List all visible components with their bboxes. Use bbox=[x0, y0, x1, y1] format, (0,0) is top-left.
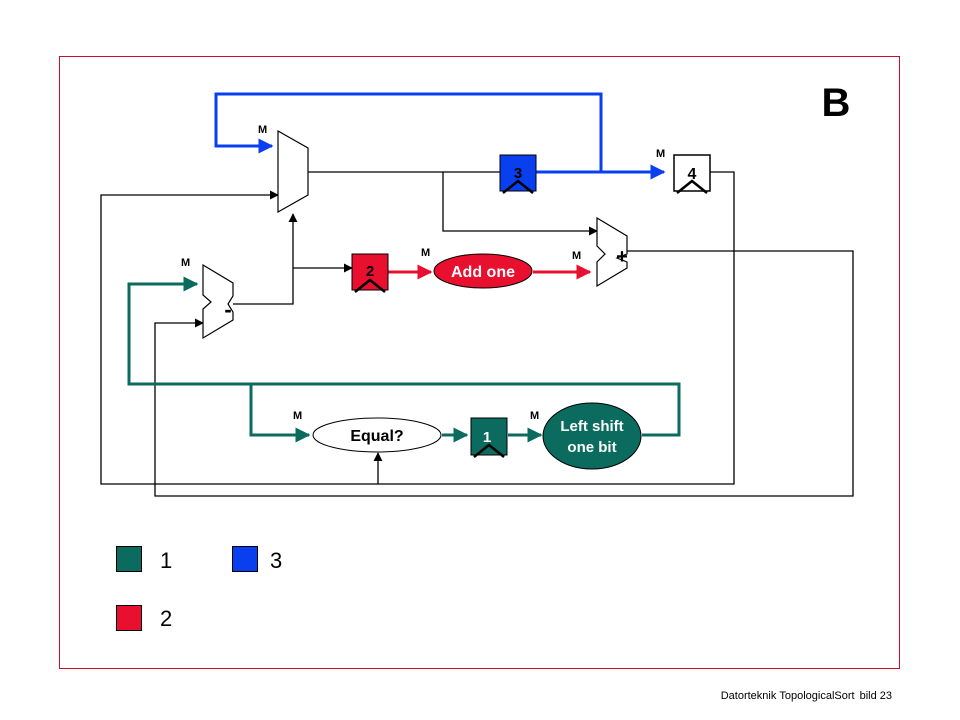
mux-label: M bbox=[572, 250, 581, 262]
top-multiplexer bbox=[277, 129, 309, 214]
left-shift-label-line1: Left shift bbox=[560, 418, 623, 435]
mux-label: M bbox=[421, 247, 430, 259]
mux-labels: M M M M M M M bbox=[181, 124, 665, 422]
legend-label-1: 1 bbox=[160, 548, 173, 573]
blue-wires bbox=[214, 92, 666, 180]
mux-label: M bbox=[530, 410, 539, 422]
black-wires bbox=[100, 171, 854, 497]
mux-label: M bbox=[181, 257, 190, 269]
register-3-label: 3 bbox=[514, 165, 522, 182]
slide-frame bbox=[59, 56, 900, 669]
left-shift-block: Left shift one bit bbox=[542, 402, 642, 470]
mux-label: M bbox=[258, 124, 267, 136]
mux-label: M bbox=[293, 410, 302, 422]
register-3: 3 bbox=[499, 154, 537, 194]
footer-course: Datorteknik bbox=[720, 690, 777, 702]
equal-label: Equal? bbox=[350, 428, 403, 445]
register-2-label: 2 bbox=[366, 263, 374, 280]
adder-alu-op: + bbox=[616, 246, 628, 268]
register-1-label: 1 bbox=[483, 429, 491, 446]
subtract-alu-op: - bbox=[224, 297, 231, 322]
slide-title: B bbox=[822, 81, 851, 125]
footer-page: bild 23 bbox=[859, 690, 892, 702]
legend-swatch-2 bbox=[116, 605, 142, 631]
register-4-label: 4 bbox=[688, 166, 697, 183]
register-4: 4 bbox=[673, 154, 711, 194]
subtract-alu bbox=[202, 263, 234, 340]
add-one-block: Add one bbox=[433, 253, 533, 289]
add-one-label: Add one bbox=[451, 264, 515, 281]
legend-label-2: 2 bbox=[160, 606, 173, 631]
legend-label-3: 3 bbox=[270, 548, 283, 573]
green-wires bbox=[127, 276, 681, 443]
equal-block: Equal? bbox=[312, 417, 442, 453]
legend-swatch-1 bbox=[116, 546, 142, 572]
register-2: 2 bbox=[351, 253, 389, 293]
legend-swatch-3 bbox=[232, 546, 258, 572]
left-shift-label-line2: one bit bbox=[567, 439, 616, 456]
register-1: 1 bbox=[470, 417, 508, 458]
footer-topic: TopologicalSort bbox=[779, 690, 855, 702]
adder-alu bbox=[596, 216, 628, 288]
mux-label: M bbox=[656, 148, 665, 160]
